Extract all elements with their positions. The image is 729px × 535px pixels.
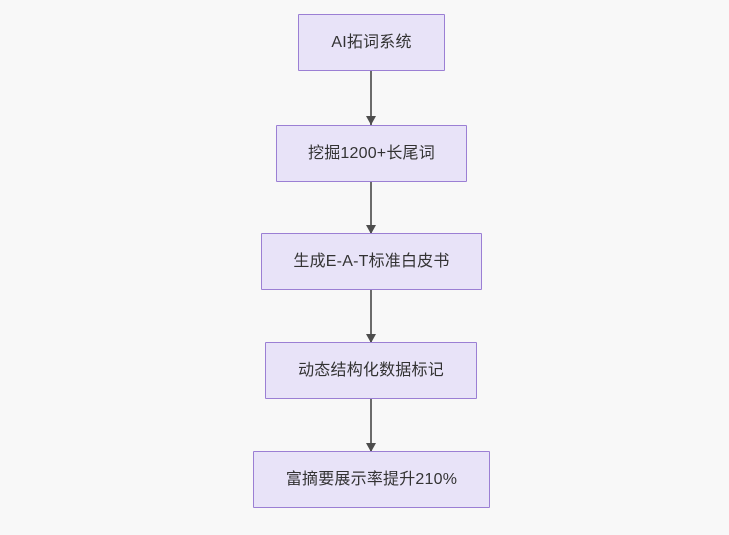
flow-edge-n3-n4 — [365, 290, 376, 343]
flow-node-mine-longtail-keywords[interactable]: 挖掘1200+长尾词 — [276, 125, 467, 182]
flow-node-ai-expansion-system[interactable]: AI拓词系统 — [298, 14, 445, 71]
flow-node-label: AI拓词系统 — [331, 33, 412, 51]
flow-edge-n1-n2 — [365, 71, 376, 125]
flow-node-rich-snippet-impression-lift[interactable]: 富摘要展示率提升210% — [253, 451, 490, 508]
edge-line — [370, 71, 372, 125]
flow-node-generate-eat-whitepaper[interactable]: 生成E-A-T标准白皮书 — [261, 233, 482, 290]
arrow-head-icon — [365, 116, 376, 125]
flow-edge-n4-n5 — [365, 399, 376, 452]
edge-line — [370, 290, 372, 343]
flow-node-dynamic-structured-data-markup[interactable]: 动态结构化数据标记 — [265, 342, 477, 399]
arrow-head-icon — [365, 443, 376, 452]
flow-edge-n2-n3 — [365, 182, 376, 234]
edge-line — [370, 399, 372, 452]
flow-node-label: 生成E-A-T标准白皮书 — [293, 252, 450, 270]
arrow-head-icon — [365, 334, 376, 343]
flow-node-label: 动态结构化数据标记 — [298, 361, 444, 379]
flow-node-label: 富摘要展示率提升210% — [285, 470, 458, 488]
flow-node-label: 挖掘1200+长尾词 — [308, 144, 435, 162]
edge-line — [370, 182, 372, 234]
arrow-head-icon — [365, 225, 376, 234]
